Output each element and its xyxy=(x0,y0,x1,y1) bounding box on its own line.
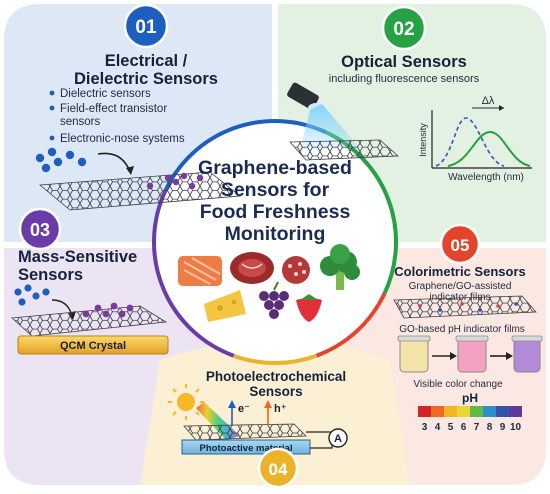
optical-title: Optical Sensors xyxy=(341,53,467,71)
salmon-icon xyxy=(178,256,222,286)
analyte-molecules xyxy=(14,284,50,306)
colorimetric-title: Colorimetric Sensors xyxy=(394,264,526,279)
ph-swatch xyxy=(509,406,522,417)
ring-segment xyxy=(163,119,327,192)
broccoli-icon xyxy=(320,244,360,290)
hole-label: h⁺ xyxy=(274,403,287,415)
ammeter-icon[interactable] xyxy=(328,428,348,448)
steak-icon xyxy=(230,252,274,284)
ph-swatch xyxy=(431,406,444,417)
ring-segment xyxy=(232,353,318,365)
bullet-dot xyxy=(49,135,55,141)
color-change-label: Visible color change xyxy=(413,379,503,390)
graph-x-label: Wavelength (nm) xyxy=(448,172,524,183)
ph-swatch xyxy=(457,406,470,417)
adsorbed-molecules xyxy=(146,172,204,190)
pec-title-line-2: Sensors xyxy=(249,384,302,399)
ph-value: 7 xyxy=(474,422,480,433)
salami-icon xyxy=(282,256,310,284)
badge-04-number: 04 xyxy=(269,460,288,479)
ph-value: 6 xyxy=(461,422,467,433)
indicator-film-label: GO-based pH indicator films xyxy=(399,324,525,335)
cheese-icon xyxy=(204,290,246,322)
bullet-fet: Field-effect transistor xyxy=(60,103,167,115)
mass-title-line-1: Mass-Sensitive xyxy=(18,248,137,266)
badge-05-number: 05 xyxy=(451,236,470,255)
graphene-sheet-icon xyxy=(393,295,537,319)
ph-label: pH xyxy=(462,391,478,405)
badge-01 xyxy=(123,3,169,49)
electron-label: e⁻ xyxy=(238,403,250,415)
ph-swatch xyxy=(418,406,431,417)
ph-swatch xyxy=(483,406,496,417)
ph-value: 3 xyxy=(422,422,428,433)
center-title-line-4: Monitoring xyxy=(225,223,326,245)
light-beam xyxy=(300,104,360,150)
gas-molecules xyxy=(35,147,87,173)
ring-segment xyxy=(152,190,235,358)
fluorescence-graph xyxy=(431,105,532,169)
graph-shift-label: Δλ xyxy=(482,95,495,107)
bullet-fet-cont: sensors xyxy=(60,116,101,128)
ring-segment xyxy=(315,292,387,358)
vial-yellow xyxy=(397,335,431,373)
ph-swatch xyxy=(470,406,483,417)
sun-icon xyxy=(168,384,204,420)
mass-title-line-2: Sensors xyxy=(18,266,83,284)
graph-y-label: Intensity xyxy=(418,123,428,157)
center-title-line-1: Graphene-based xyxy=(198,157,352,179)
electrical-title-line-1: Electrical / xyxy=(105,52,188,70)
graphene-sheet-icon xyxy=(183,423,307,441)
bullet-dot xyxy=(49,105,55,111)
colorimetric-subtitle-1: Graphene/GO-assisted xyxy=(409,281,512,292)
badge-05 xyxy=(439,223,481,265)
bullet-enose: Electronic-nose systems xyxy=(60,133,185,145)
photoactive-label: Photoactive material xyxy=(200,443,293,454)
ph-swatch xyxy=(444,406,457,417)
bound-molecules xyxy=(82,302,134,318)
center-title-line-2: Sensors for xyxy=(221,179,330,201)
vial-purple xyxy=(511,335,543,373)
badge-03 xyxy=(18,207,62,251)
badge-03-number: 03 xyxy=(30,220,50,240)
optical-subtitle: including fluorescence sensors xyxy=(329,73,480,85)
ph-value: 8 xyxy=(487,422,493,433)
badge-02 xyxy=(381,5,427,51)
ph-value: 9 xyxy=(500,422,506,433)
bullet-dot xyxy=(49,90,55,96)
strawberry-icon xyxy=(296,294,322,322)
ph-value: 5 xyxy=(448,422,454,433)
bullet-dielectric: Dielectric sensors xyxy=(60,88,151,100)
graphene-sheet-icon xyxy=(38,171,242,211)
qcm-crystal xyxy=(17,335,169,355)
electrical-title-line-2: Dielectric Sensors xyxy=(74,70,218,88)
colorimetric-subtitle-2: indicator films xyxy=(429,292,490,303)
graphene-sheet-icon xyxy=(289,139,400,161)
ph-value: 4 xyxy=(435,422,441,433)
center-title-line-3: Food Freshness xyxy=(200,201,351,223)
badge-02-number: 02 xyxy=(393,19,414,40)
badge-04 xyxy=(257,447,299,489)
ph-swatch xyxy=(496,406,509,417)
ammeter-label: A xyxy=(334,433,342,445)
pec-title-line-1: Photoelectrochemical xyxy=(206,369,346,384)
qcm-label: QCM Crystal xyxy=(60,340,126,352)
grapes-icon xyxy=(259,281,289,319)
ph-value: 10 xyxy=(510,422,522,433)
badge-01-number: 01 xyxy=(135,17,157,38)
vial-pink xyxy=(455,335,489,373)
